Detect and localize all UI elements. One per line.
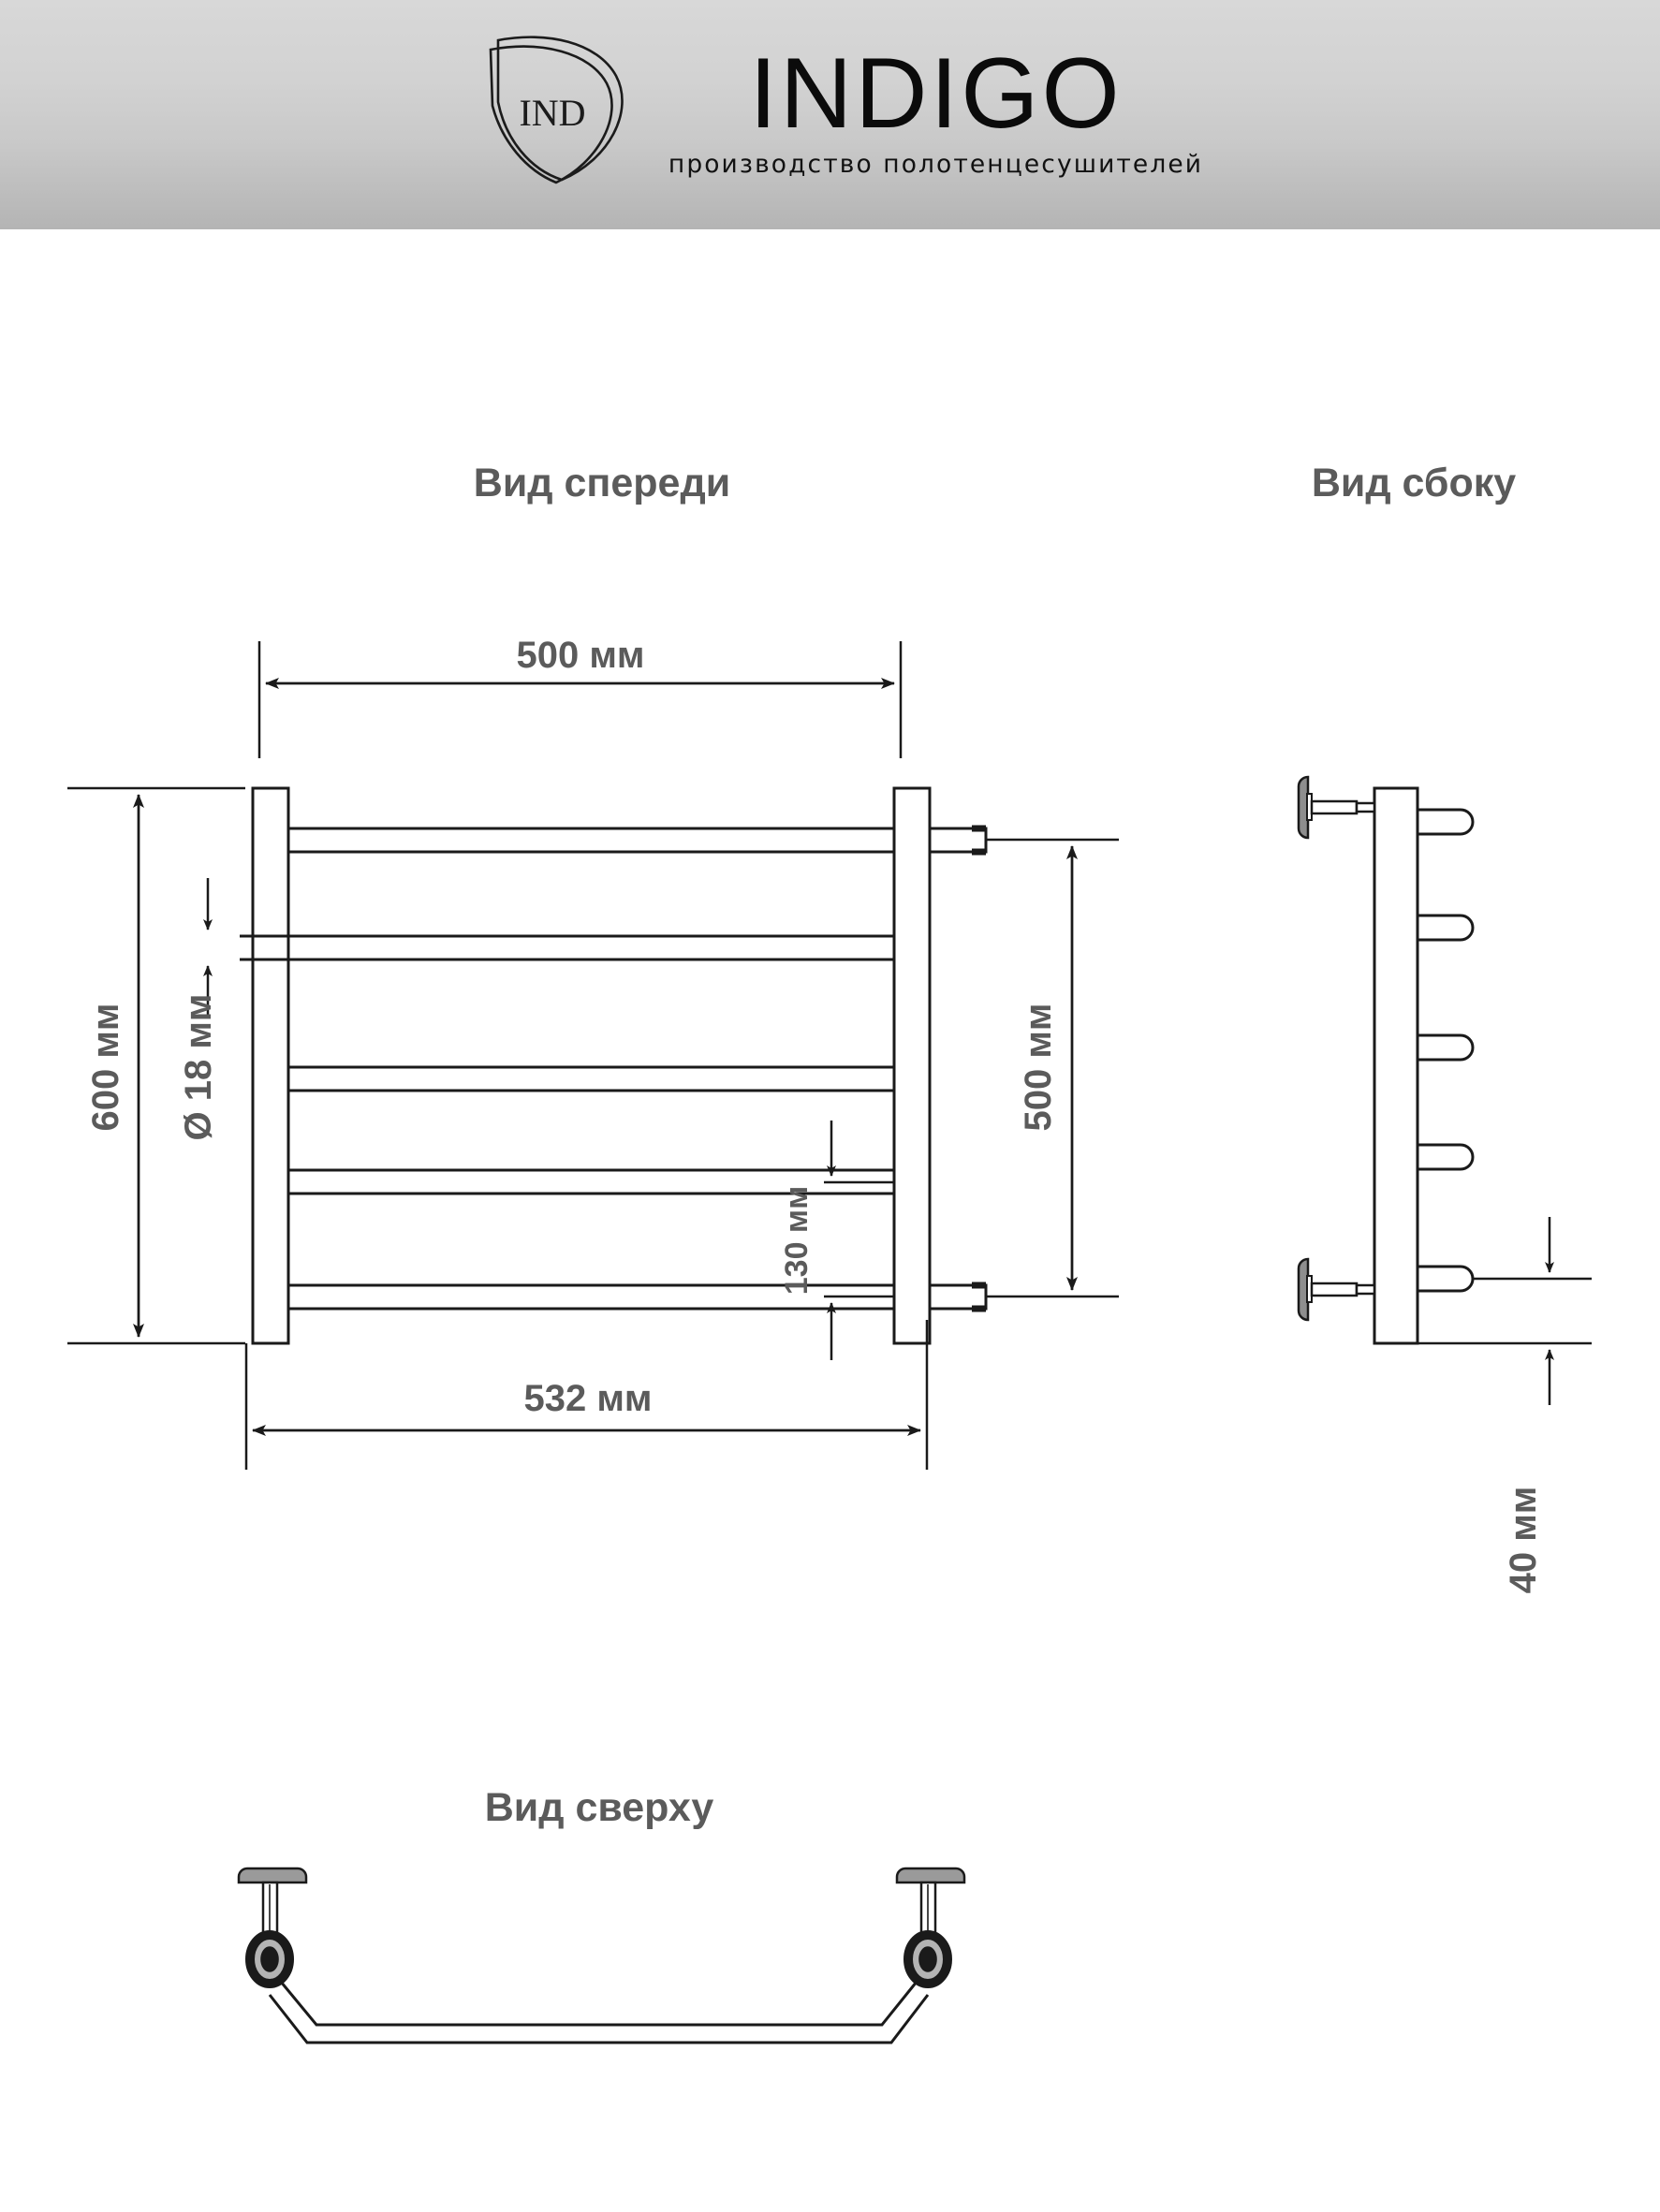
- logo-monogram: IND: [519, 92, 585, 134]
- indigo-shield-logo-icon: IND: [457, 27, 644, 191]
- dim-front-height-right-label: 500 мм: [1018, 1003, 1059, 1131]
- dim-tube-diameter-label: Ø 18 мм: [178, 993, 219, 1140]
- dim-front-width-bottom-label: 532 мм: [523, 1378, 652, 1419]
- brand-name: INDIGO: [749, 37, 1123, 149]
- brand-tagline: производство полотенцесушителей: [668, 150, 1204, 179]
- front-rungs: [240, 827, 894, 1311]
- side-view-drawing: 40 мм: [1297, 775, 1592, 1594]
- technical-drawing-canvas: Вид спереди Вид сбоку Вид сверху: [0, 229, 1660, 2212]
- top-view-title: Вид сверху: [485, 1785, 714, 1830]
- brand-header: IND INDIGO производство полотенцесушител…: [0, 0, 1660, 229]
- dim-rung-spacing-label: 130 мм: [779, 1186, 815, 1295]
- side-view-title: Вид сбоку: [1312, 461, 1516, 505]
- side-wall-bracket-bottom: [1297, 1257, 1376, 1322]
- brand-header-content: IND INDIGO производство полотенцесушител…: [0, 0, 1660, 229]
- top-bracket-left: [237, 1867, 308, 1988]
- dim-side-wall-offset-label: 40 мм: [1503, 1487, 1544, 1594]
- side-rungs: [1418, 808, 1475, 1293]
- front-connector-bottom: [930, 1282, 988, 1312]
- dim-front-width-top-label: 500 мм: [516, 635, 644, 676]
- dim-front-width-bottom: [244, 1320, 929, 1470]
- dim-side-wall-offset: [1418, 1217, 1592, 1405]
- dim-front-height-left-label: 600 мм: [85, 1003, 126, 1131]
- dim-front-width-top: [257, 641, 903, 758]
- side-wall-bracket-top: [1297, 775, 1376, 840]
- front-view-drawing: 500 мм 600 мм Ø 18 мм 500: [67, 635, 1119, 1470]
- top-bracket-right: [895, 1867, 966, 1988]
- brand-wordmark: INDIGO производство полотенцесушителей: [668, 37, 1204, 180]
- dim-rung-spacing: [824, 1121, 894, 1360]
- front-connector-top: [930, 825, 988, 856]
- top-view-drawing: [237, 1867, 966, 2044]
- top-bar-profile: [268, 1981, 930, 2044]
- dim-front-height-left: [67, 786, 245, 1345]
- front-view-title: Вид спереди: [474, 461, 730, 505]
- dim-front-height-right: [986, 838, 1119, 1298]
